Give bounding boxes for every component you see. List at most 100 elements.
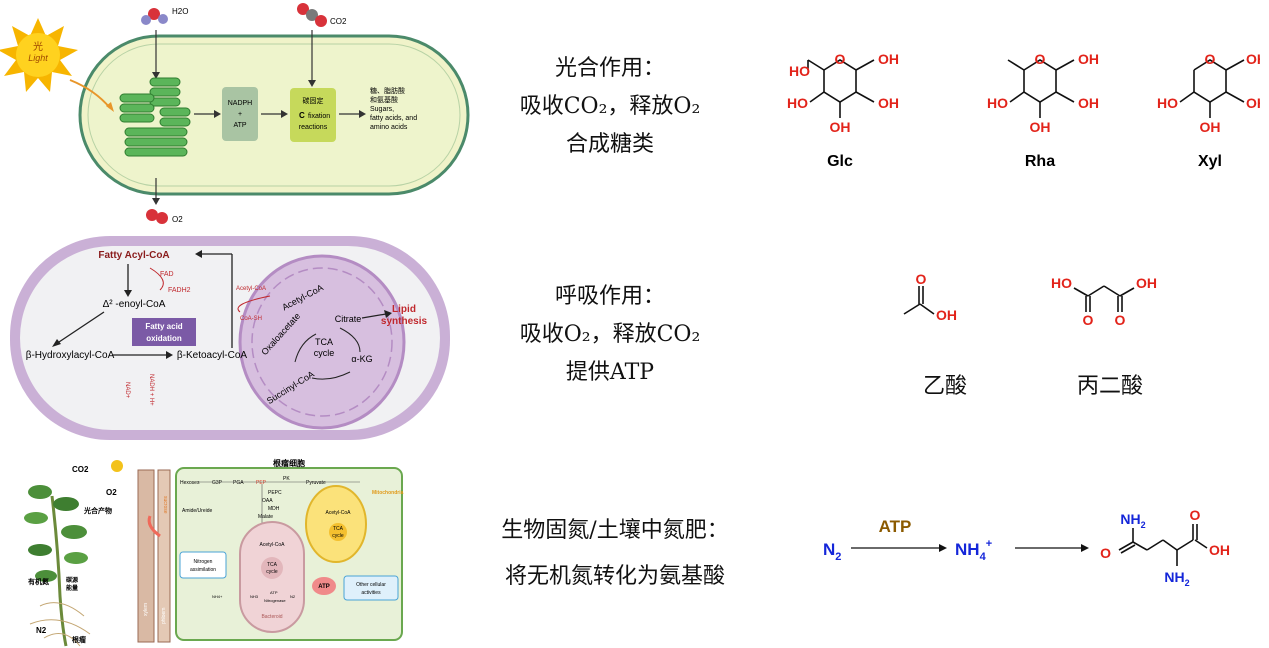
svg-text:OH: OH xyxy=(1078,95,1099,111)
svg-text:synthesis: synthesis xyxy=(381,316,428,327)
phloem-vessel xyxy=(157,469,171,643)
svg-text:OAA: OAA xyxy=(262,498,273,504)
svg-text:Lipid: Lipid xyxy=(392,304,416,315)
svg-text:ATP: ATP xyxy=(233,122,246,129)
svg-text:OH: OH xyxy=(1078,51,1099,67)
svg-text:碳固定: 碳固定 xyxy=(303,96,324,105)
svg-text:O: O xyxy=(1190,507,1201,523)
svg-text:sucrose: sucrose xyxy=(162,496,168,514)
glc-label: Glc xyxy=(827,153,853,170)
svg-text:OH: OH xyxy=(1246,51,1260,67)
svg-text:Hexoses: Hexoses xyxy=(180,480,200,486)
svg-text:有机氮: 有机氮 xyxy=(28,577,49,586)
mitochondrion-icon xyxy=(238,254,406,430)
svg-text:O: O xyxy=(1115,312,1126,328)
svg-text:O: O xyxy=(1083,312,1094,328)
svg-text:cycle: cycle xyxy=(314,348,335,358)
respiration-line2: 吸收O₂，释放CO₂ xyxy=(519,322,701,347)
svg-text:HO: HO xyxy=(1051,275,1072,291)
atp-label: ATP xyxy=(879,517,912,536)
svg-text:TCA: TCA xyxy=(315,337,333,347)
nitrogen-line2: 将无机氮转化为氨基酸 xyxy=(504,564,725,589)
svg-text:O: O xyxy=(1100,545,1111,561)
svg-text:NH2: NH2 xyxy=(1164,569,1189,588)
svg-text:Pyruvate: Pyruvate xyxy=(306,480,326,486)
svg-text:NAD+: NAD+ xyxy=(124,382,130,399)
photosynthesis-panel: 光 Light H2O NADPH + ATP CO2 碳固定 C fixati… xyxy=(0,3,470,224)
photosynthesis-text: 光合作用： 吸收CO₂，释放O₂ 合成糖类 xyxy=(480,50,740,164)
n2-label: N2 xyxy=(823,540,841,563)
svg-text:α-KG: α-KG xyxy=(351,354,372,364)
svg-text:Acetyl-CoA: Acetyl-CoA xyxy=(236,286,266,292)
svg-text:cycle: cycle xyxy=(266,569,278,575)
other-activities-box xyxy=(343,575,399,601)
sun-icon xyxy=(0,18,78,92)
svg-text:OH: OH xyxy=(1246,95,1260,111)
light-en-label: Light xyxy=(28,53,48,63)
rha-label: Rha xyxy=(1025,153,1055,170)
svg-text:ATP: ATP xyxy=(270,590,278,595)
svg-text:activities: activities xyxy=(361,590,381,596)
acetic-acid-structure xyxy=(903,286,935,315)
svg-text:OH: OH xyxy=(830,119,851,135)
nadph-atp-box xyxy=(222,87,258,141)
svg-text:Fatty acid: Fatty acid xyxy=(145,322,182,331)
oxygen-molecule-icon xyxy=(146,209,168,224)
acid-structures: O OH HO OH O O xyxy=(903,271,1157,328)
thylakoid-stacks xyxy=(119,77,191,157)
svg-text:fatty acids, and: fatty acids, and xyxy=(370,115,417,122)
h2o-label: H2O xyxy=(172,7,188,16)
svg-text:OH: OH xyxy=(878,95,899,111)
svg-text:Acetyl-CoA: Acetyl-CoA xyxy=(259,542,285,548)
svg-text:OH: OH xyxy=(936,307,957,323)
svg-text:Malate: Malate xyxy=(258,514,273,520)
svg-text:OH: OH xyxy=(878,51,899,67)
svg-text:C: C xyxy=(299,111,305,120)
sun-icon xyxy=(111,460,123,472)
svg-text:N2: N2 xyxy=(290,594,296,599)
water-molecule-icon xyxy=(141,8,168,25)
nitrogen-fixation-panel: CO2 O2 光合产物 有机氮 碳源 能量 N2 根瘤 xylem phloem… xyxy=(24,458,404,647)
svg-text:phloem: phloem xyxy=(161,608,167,624)
svg-text:β-Hydroxylacyl-CoA: β-Hydroxylacyl-CoA xyxy=(26,350,115,361)
svg-text:CO2: CO2 xyxy=(72,465,89,474)
photosynthesis-line3: 合成糖类 xyxy=(565,132,654,157)
co2-molecule-icon xyxy=(297,3,327,27)
nitrogen-reaction: N2 ATP NH4+ NH2 O O OH NH2 xyxy=(823,507,1230,588)
svg-text:FAD: FAD xyxy=(160,271,174,278)
svg-text:Nitrogen: Nitrogen xyxy=(194,559,213,565)
svg-text:Mitochondria: Mitochondria xyxy=(372,490,404,496)
svg-text:HO: HO xyxy=(789,63,810,79)
svg-text:PK: PK xyxy=(283,476,290,482)
respiration-heading: 呼吸作用： xyxy=(554,284,665,309)
svg-text:G3P: G3P xyxy=(212,480,223,486)
svg-text:Acetyl-CoA: Acetyl-CoA xyxy=(325,510,351,516)
sugar-structures: O HO OH OH OH HO Glc O OH OH OH HO Rha O… xyxy=(787,51,1260,170)
co2-label: CO2 xyxy=(330,17,347,26)
svg-text:PEP: PEP xyxy=(256,480,267,486)
svg-text:OH: OH xyxy=(1136,275,1157,291)
respiration-text: 呼吸作用： 吸收O₂，释放CO₂ 提供ATP xyxy=(480,278,740,392)
acetic-acid-label: 乙酸 xyxy=(922,374,967,399)
svg-text:fixation: fixation xyxy=(308,113,330,120)
svg-text:Bacteroid: Bacteroid xyxy=(261,614,282,620)
svg-text:β-Ketoacyl-CoA: β-Ketoacyl-CoA xyxy=(177,350,248,361)
svg-text:CoA-SH: CoA-SH xyxy=(240,316,262,322)
respiration-panel: Fatty Acyl-CoA FAD FADH2 Δ² -enoyl-CoA F… xyxy=(10,236,450,440)
svg-text:根瘤细胞: 根瘤细胞 xyxy=(273,458,305,468)
svg-text:amino acids: amino acids xyxy=(370,124,408,131)
svg-text:O: O xyxy=(1205,51,1216,67)
svg-text:OH: OH xyxy=(1030,119,1051,135)
svg-text:碳源: 碳源 xyxy=(66,576,78,584)
svg-text:HO: HO xyxy=(1157,95,1178,111)
svg-text:oxidation: oxidation xyxy=(146,334,182,343)
svg-text:糖、脂肪酸: 糖、脂肪酸 xyxy=(370,86,405,95)
svg-text:HO: HO xyxy=(987,95,1008,111)
svg-text:Sugars,: Sugars, xyxy=(370,106,394,113)
svg-text:reactions: reactions xyxy=(299,124,328,131)
nitrogen-text: 生物固氮/土壤中氮肥： 将无机氮转化为氨基酸 xyxy=(470,508,760,600)
svg-text:TCA: TCA xyxy=(267,562,278,568)
svg-text:OH: OH xyxy=(1200,119,1221,135)
photosynthesis-line2: 吸收CO₂，释放O₂ xyxy=(519,94,701,119)
svg-text:Fatty Acyl-CoA: Fatty Acyl-CoA xyxy=(98,250,169,261)
